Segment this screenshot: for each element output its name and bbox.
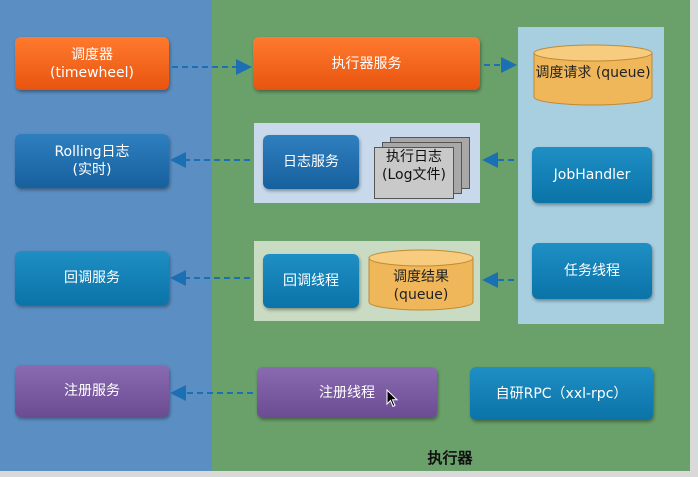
mouse-cursor-icon (386, 389, 399, 408)
executor-service-box: 执行器服务 (253, 37, 480, 90)
log-file-front (374, 147, 454, 199)
scheduler-box: 调度器 (timewheel) (15, 37, 169, 90)
jobhandler-box: JobHandler (532, 147, 652, 203)
schedule-result-label: 调度结果 (queue) (393, 269, 449, 303)
log-files-stack: 执行日志 (Log文件) (374, 131, 474, 199)
schedule-result-queue: 调度结果 (queue) (368, 249, 474, 311)
log-files-label: 执行日志 (Log文件) (382, 149, 446, 183)
registry-thread-box: 注册线程 (257, 367, 437, 418)
rolling-log-box: Rolling日志 (实时) (15, 134, 169, 188)
registry-service-box: 注册服务 (15, 365, 169, 417)
callback-thread-box: 回调线程 (263, 254, 359, 308)
log-service-box: 日志服务 (263, 135, 359, 189)
schedule-request-queue: 调度请求 (queue) (533, 44, 653, 106)
schedule-request-label: 调度请求 (queue) (535, 65, 651, 81)
executor-label: 执行器 (427, 449, 473, 467)
task-thread-box: 任务线程 (532, 243, 652, 299)
rpc-box: 自研RPC（xxl-rpc） (470, 367, 653, 420)
callback-service-box: 回调服务 (15, 251, 169, 305)
